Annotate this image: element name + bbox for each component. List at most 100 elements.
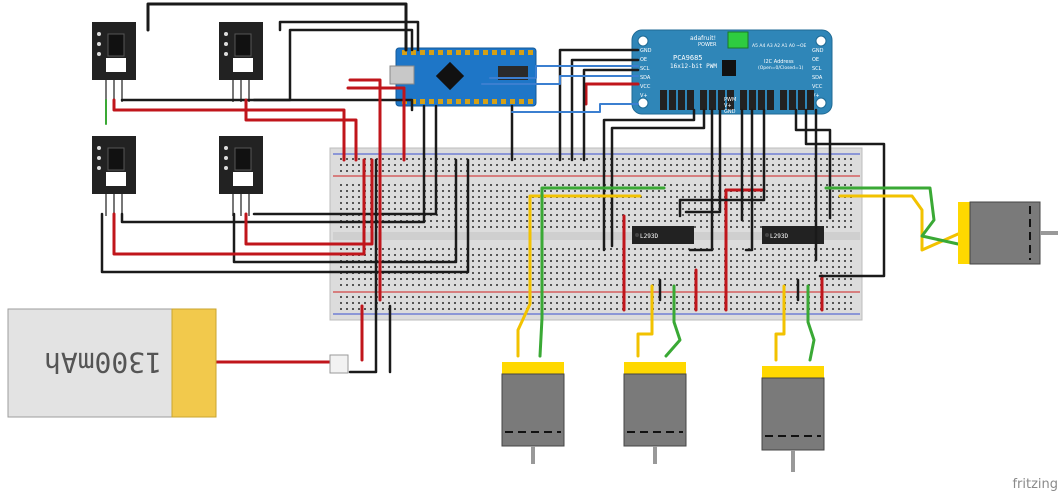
breadboard-hole <box>718 284 720 286</box>
breadboard-hole <box>340 190 342 192</box>
breadboard-hole <box>718 214 720 216</box>
breadboard-hole <box>766 296 768 298</box>
breadboard-hole <box>514 164 516 166</box>
breadboard-hole <box>406 278 408 280</box>
breadboard-hole <box>508 278 510 280</box>
breadboard-hole <box>520 296 522 298</box>
breadboard-hole <box>538 202 540 204</box>
breadboard-hole <box>628 220 630 222</box>
breadboard-hole <box>586 278 588 280</box>
breadboard-hole <box>820 214 822 216</box>
pwm-header-pin <box>727 90 734 110</box>
breadboard-hole <box>502 296 504 298</box>
breadboard-hole <box>640 308 642 310</box>
breadboard-hole <box>778 202 780 204</box>
breadboard-hole <box>574 254 576 256</box>
breadboard-hole <box>436 284 438 286</box>
breadboard-hole <box>358 296 360 298</box>
breadboard-hole <box>718 266 720 268</box>
breadboard-hole <box>340 196 342 198</box>
breadboard-hole <box>394 284 396 286</box>
breadboard-hole <box>712 296 714 298</box>
breadboard-hole <box>484 308 486 310</box>
breadboard-hole <box>844 164 846 166</box>
breadboard-hole <box>700 190 702 192</box>
breadboard-hole <box>760 266 762 268</box>
breadboard-hole <box>790 190 792 192</box>
breadboard-hole <box>796 184 798 186</box>
breadboard-hole <box>766 208 768 210</box>
breadboard-hole <box>640 220 642 222</box>
nano-pin <box>501 99 506 104</box>
breadboard-hole <box>844 214 846 216</box>
breadboard-hole <box>460 214 462 216</box>
breadboard-hole <box>472 254 474 256</box>
breadboard-hole <box>442 254 444 256</box>
breadboard-hole <box>376 158 378 160</box>
breadboard-hole <box>778 164 780 166</box>
breadboard-hole <box>712 284 714 286</box>
breadboard-hole <box>838 248 840 250</box>
breadboard-hole <box>598 266 600 268</box>
breadboard-hole <box>790 170 792 172</box>
breadboard-hole <box>562 284 564 286</box>
breadboard-hole <box>718 272 720 274</box>
breadboard-hole <box>718 254 720 256</box>
breadboard-hole <box>634 248 636 250</box>
breadboard-hole <box>448 208 450 210</box>
breadboard-hole <box>526 260 528 262</box>
breadboard-hole <box>778 284 780 286</box>
breadboard-hole <box>418 248 420 250</box>
pca-pin-label: SCL <box>640 66 650 72</box>
breadboard-hole <box>484 202 486 204</box>
breadboard-hole <box>430 164 432 166</box>
breadboard-hole <box>550 158 552 160</box>
breadboard-hole <box>850 254 852 256</box>
ground-wire <box>120 104 426 224</box>
breadboard-hole <box>448 190 450 192</box>
breadboard-hole <box>484 302 486 304</box>
breadboard-hole <box>562 208 564 210</box>
breadboard-hole <box>340 164 342 166</box>
breadboard-hole <box>502 272 504 274</box>
breadboard-hole <box>538 184 540 186</box>
nano-pin <box>528 99 533 104</box>
breadboard-hole <box>802 196 804 198</box>
breadboard-hole <box>472 214 474 216</box>
breadboard-hole <box>502 284 504 286</box>
breadboard-hole <box>400 308 402 310</box>
breadboard-hole <box>592 272 594 274</box>
breadboard-hole <box>526 284 528 286</box>
pwm-header-pin <box>718 90 725 110</box>
breadboard-hole <box>484 170 486 172</box>
breadboard-hole <box>526 248 528 250</box>
breadboard-hole <box>628 208 630 210</box>
breadboard-hole <box>382 248 384 250</box>
pwm-header-pin <box>740 90 747 110</box>
breadboard-hole <box>838 170 840 172</box>
breadboard-hole <box>472 208 474 210</box>
breadboard-hole <box>838 272 840 274</box>
pwm-header-pin <box>669 90 676 110</box>
breadboard-hole <box>412 284 414 286</box>
breadboard-hole <box>394 226 396 228</box>
breadboard-hole <box>682 190 684 192</box>
breadboard-hole <box>772 308 774 310</box>
breadboard-hole <box>652 184 654 186</box>
breadboard-hole <box>526 220 528 222</box>
breadboard-hole <box>622 158 624 160</box>
breadboard-hole <box>490 260 492 262</box>
breadboard-hole <box>412 158 414 160</box>
breadboard-hole <box>358 284 360 286</box>
breadboard-hole <box>766 308 768 310</box>
breadboard-hole <box>382 158 384 160</box>
breadboard-hole <box>448 308 450 310</box>
breadboard-hole <box>652 272 654 274</box>
breadboard-hole <box>628 308 630 310</box>
breadboard-hole <box>748 302 750 304</box>
breadboard-hole <box>460 158 462 160</box>
breadboard-hole <box>772 196 774 198</box>
breadboard-hole <box>610 296 612 298</box>
breadboard-hole <box>502 158 504 160</box>
